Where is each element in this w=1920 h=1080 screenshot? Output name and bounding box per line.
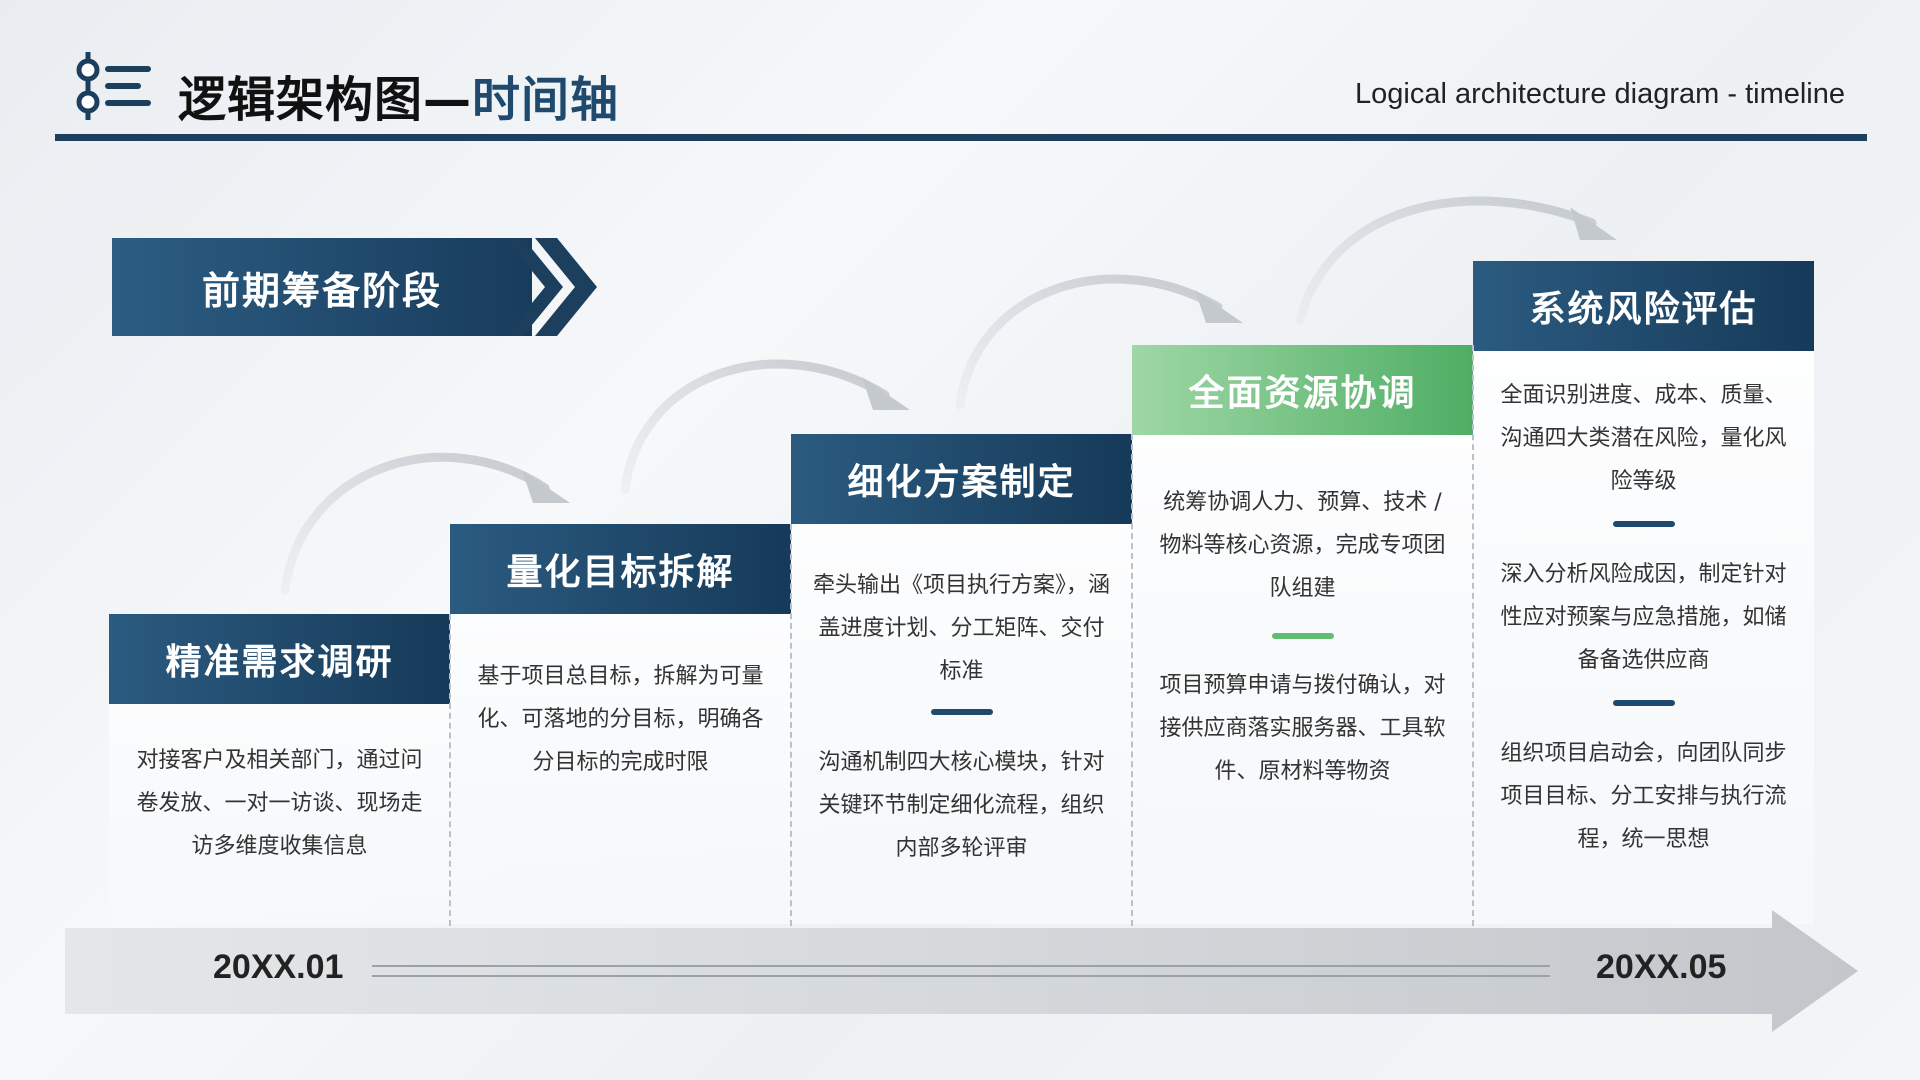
curved-arrow-1-head	[522, 470, 570, 503]
step-title-4: 全面资源协调	[1132, 345, 1473, 435]
timeline-line-top	[372, 965, 1550, 967]
timeline-end-date: 20XX.05	[1596, 948, 1727, 986]
step-column-5: 系统风险评估 全面识别进度、成本、质量、沟通四大类潜在风险，量化风险等级 深入分…	[1473, 261, 1814, 924]
step-column-3: 细化方案制定 牵头输出《项目执行方案》，涵盖进度计划、分工矩阵、交付标准 沟通机…	[791, 434, 1132, 924]
timeline-list-icon	[76, 52, 151, 120]
column-separator-2	[790, 524, 792, 926]
page-title-accent: 时间轴	[472, 72, 620, 128]
step-title-5: 系统风险评估	[1473, 261, 1814, 351]
timeline-start-date: 20XX.01	[213, 948, 344, 986]
step-column-2: 量化目标拆解 基于项目总目标，拆解为可量化、可落地的分目标，明确各分目标的完成时…	[450, 524, 791, 924]
step-divider-5a	[1613, 521, 1675, 527]
step-text-3b: 沟通机制四大核心模块，针对关键环节制定细化流程，组织内部多轮评审	[818, 750, 1105, 861]
step-text-5c: 组织项目启动会，向团队同步项目目标、分工安排与执行流程，统一思想	[1500, 741, 1787, 852]
step-title-3: 细化方案制定	[791, 434, 1132, 524]
step-column-4: 全面资源协调 统筹协调人力、预算、技术 / 物料等核心资源，完成专项团队组建 项…	[1132, 345, 1473, 924]
step-text-3a: 牵头输出《项目执行方案》，涵盖进度计划、分工矩阵、交付标准	[813, 573, 1111, 684]
step-text-5b: 深入分析风险成因，制定针对性应对预案与应急措施，如储备备选供应商	[1500, 562, 1787, 673]
page-title: 逻辑架构图—时间轴	[178, 60, 619, 130]
step-divider-4	[1272, 633, 1334, 639]
page-subtitle: Logical architecture diagram - timeline	[1355, 78, 1845, 110]
column-separator-3	[1131, 434, 1133, 926]
chevron-right-icon	[505, 238, 597, 336]
page-title-main: 逻辑架构图—	[178, 72, 473, 128]
step-title-1: 精准需求调研	[109, 614, 450, 704]
curved-arrow-4-head	[1570, 207, 1617, 240]
curved-arrow-3-head	[1195, 290, 1243, 323]
step-text-4a: 统筹协调人力、预算、技术 / 物料等核心资源，完成专项团队组建	[1159, 490, 1446, 601]
step-column-1: 精准需求调研 对接客户及相关部门，通过问卷发放、一对一访谈、现场走访多维度收集信…	[109, 614, 450, 924]
header-divider	[55, 134, 1867, 141]
step-text-5a: 全面识别进度、成本、质量、沟通四大类潜在风险，量化风险等级	[1500, 383, 1787, 494]
step-text-1a: 对接客户及相关部门，通过问卷发放、一对一访谈、现场走访多维度收集信息	[136, 748, 423, 859]
step-text-2a: 基于项目总目标，拆解为可量化、可落地的分目标，明确各分目标的完成时限	[477, 664, 764, 775]
step-divider-3	[931, 709, 993, 715]
phase-banner-label: 前期筹备阶段	[201, 268, 442, 313]
column-separator-1	[449, 614, 451, 926]
timeline-line-bottom	[372, 975, 1550, 977]
step-text-4b: 项目预算申请与拨付确认，对接供应商落实服务器、工具软件、原材料等物资	[1159, 673, 1446, 784]
column-separator-4	[1472, 345, 1474, 926]
step-title-2: 量化目标拆解	[450, 524, 791, 614]
phase-banner-bg	[112, 238, 532, 336]
curved-arrow-2-head	[862, 377, 910, 410]
step-divider-5b	[1613, 700, 1675, 706]
